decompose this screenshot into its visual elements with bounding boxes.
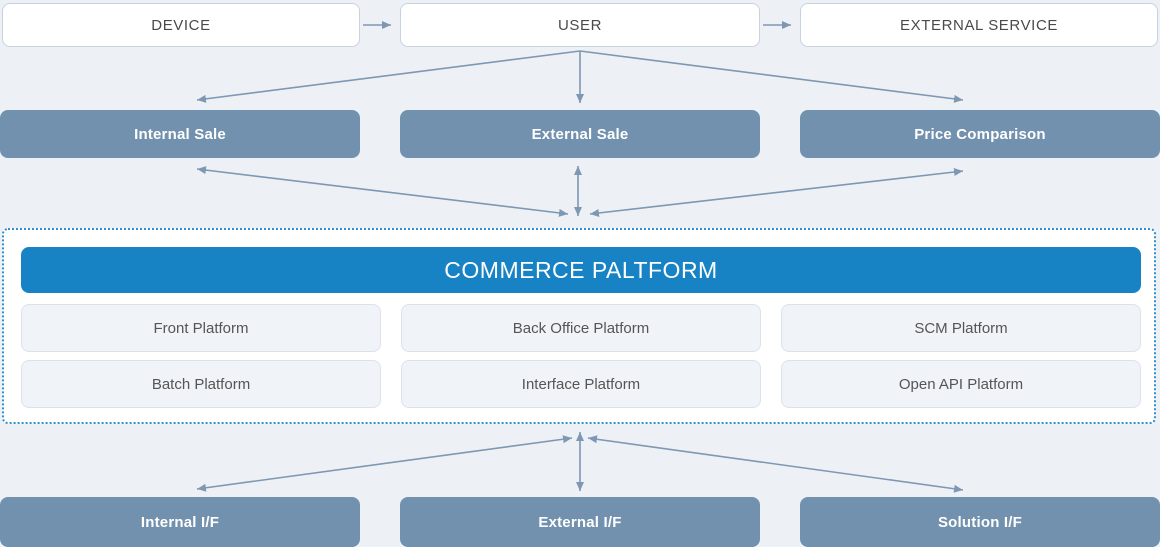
node-open-api-platform-label: Open API Platform [898,375,1024,393]
node-price-comparison-label: Price Comparison [914,125,1046,143]
node-solution-if: Solution I/F [800,497,1160,547]
node-external-service-label: EXTERNAL SERVICE [900,16,1058,34]
node-back-office-platform: Back Office Platform [401,304,761,352]
arrow-platform-internal-if [196,435,573,492]
node-batch-platform: Batch Platform [21,360,381,408]
commerce-platform-header: COMMERCE PALTFORM [21,247,1141,293]
arrow-platform-solution-if [587,435,964,493]
node-external-sale-label: External Sale [531,125,629,143]
arrow-internal-sale-platform [196,166,569,217]
node-internal-sale: Internal Sale [0,110,360,158]
arrow-user-to-price-comparison [579,50,964,103]
node-scm-platform-label: SCM Platform [914,319,1008,337]
node-price-comparison: Price Comparison [800,110,1160,158]
commerce-platform-title: COMMERCE PALTFORM [444,256,718,283]
node-interface-platform-label: Interface Platform [521,375,641,393]
node-batch-platform-label: Batch Platform [151,375,251,393]
arrow-user-to-internal-sale [196,50,581,103]
commerce-platform-container: COMMERCE PALTFORM Front Platform Back Of… [2,228,1156,424]
node-device-label: DEVICE [151,16,211,34]
node-internal-if: Internal I/F [0,497,360,547]
node-user: USER [400,3,760,47]
node-external-service: EXTERNAL SERVICE [800,3,1158,47]
node-back-office-platform-label: Back Office Platform [512,319,650,337]
node-open-api-platform: Open API Platform [781,360,1141,408]
node-external-if: External I/F [400,497,760,547]
node-external-sale: External Sale [400,110,760,158]
node-internal-if-label: Internal I/F [140,513,220,531]
node-internal-sale-label: Internal Sale [134,125,226,143]
arrow-price-comparison-platform [589,168,964,217]
node-scm-platform: SCM Platform [781,304,1141,352]
node-front-platform-label: Front Platform [153,319,249,337]
node-external-if-label: External I/F [538,513,622,531]
node-interface-platform: Interface Platform [401,360,761,408]
node-user-label: USER [557,16,603,34]
node-device: DEVICE [2,3,360,47]
node-solution-if-label: Solution I/F [937,513,1023,531]
node-front-platform: Front Platform [21,304,381,352]
